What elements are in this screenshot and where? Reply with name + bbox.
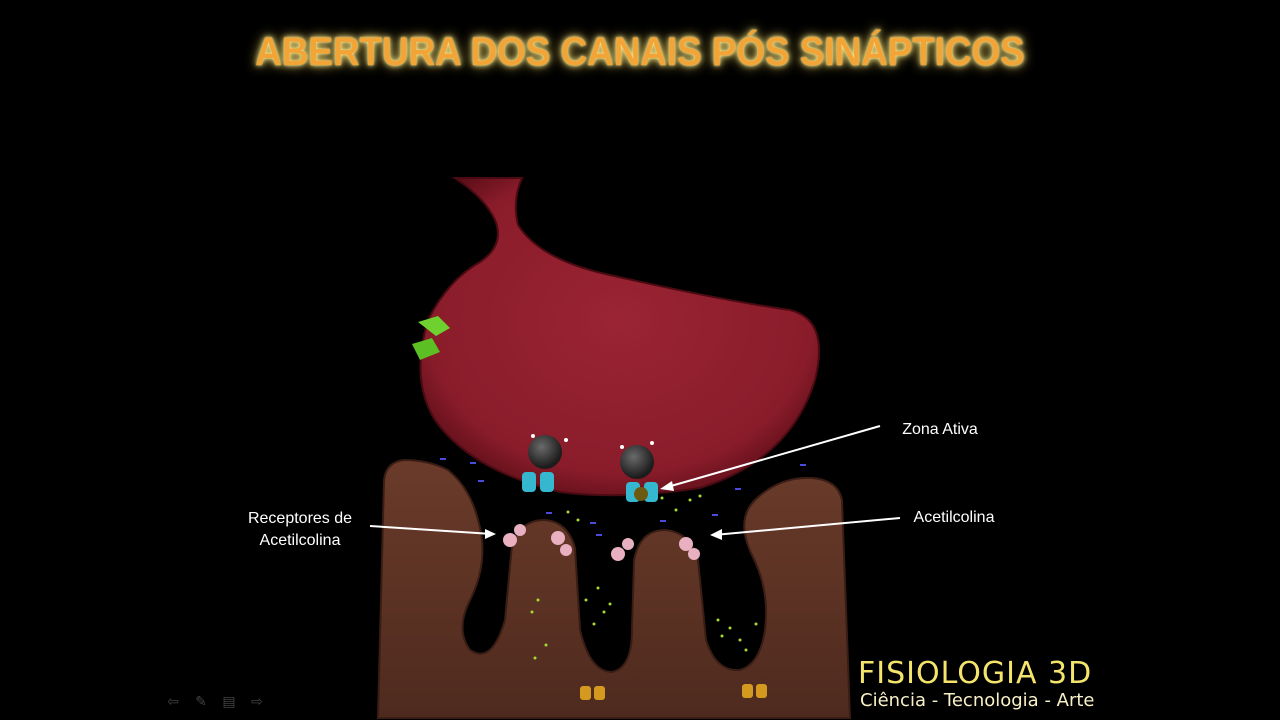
- acetylcholine-receptor-3: [611, 538, 634, 561]
- menu-icon[interactable]: ▤: [222, 694, 236, 710]
- acetylcholine-label: Acetilcolina: [913, 509, 995, 526]
- presynaptic-terminal: [419, 177, 821, 497]
- acetylcholine-receptor-4: [679, 537, 700, 560]
- acetylcholine-arrow: [710, 517, 901, 540]
- receptors-label-line2: Acetilcolina: [259, 532, 341, 549]
- acetylcholine-particles: [440, 458, 806, 536]
- brand-tagline: Ciência - Tecnologia - Arte: [860, 690, 1095, 711]
- receptors-arrow: [369, 525, 496, 539]
- gold-molecule-right: [742, 684, 767, 698]
- ion-dots: [530, 494, 758, 660]
- slideshow-controls: ⇦ ✎ ▤ ⇨: [164, 694, 266, 710]
- active-zone-arrow: [660, 425, 881, 491]
- receptors-label-line1: Receptores de: [247, 510, 353, 527]
- synaptic-vesicle-right: [620, 441, 654, 479]
- acetylcholine-receptor-1: [503, 524, 526, 547]
- gold-molecule-left: [580, 686, 605, 700]
- release-channel-left: [522, 472, 554, 492]
- postsynaptic-membrane: [376, 458, 852, 719]
- acetylcholine-receptor-2: [551, 531, 572, 556]
- left-arrow-icon[interactable]: ⇦: [167, 694, 179, 710]
- release-channel-right: [626, 482, 658, 502]
- pen-icon[interactable]: ✎: [195, 694, 207, 710]
- slide-title: ABERTURA DOS CANAIS PÓS SINÁPTICOS: [255, 30, 1025, 74]
- green-molecule: [412, 316, 450, 360]
- synaptic-vesicle-left: [528, 434, 568, 469]
- receptors-label: Receptores de Acetilcolina: [230, 508, 370, 552]
- active-zone-label: Zona Ativa: [902, 421, 978, 438]
- brand-title: FISIOLOGIA 3D: [858, 656, 1093, 691]
- right-arrow-icon[interactable]: ⇨: [251, 694, 263, 710]
